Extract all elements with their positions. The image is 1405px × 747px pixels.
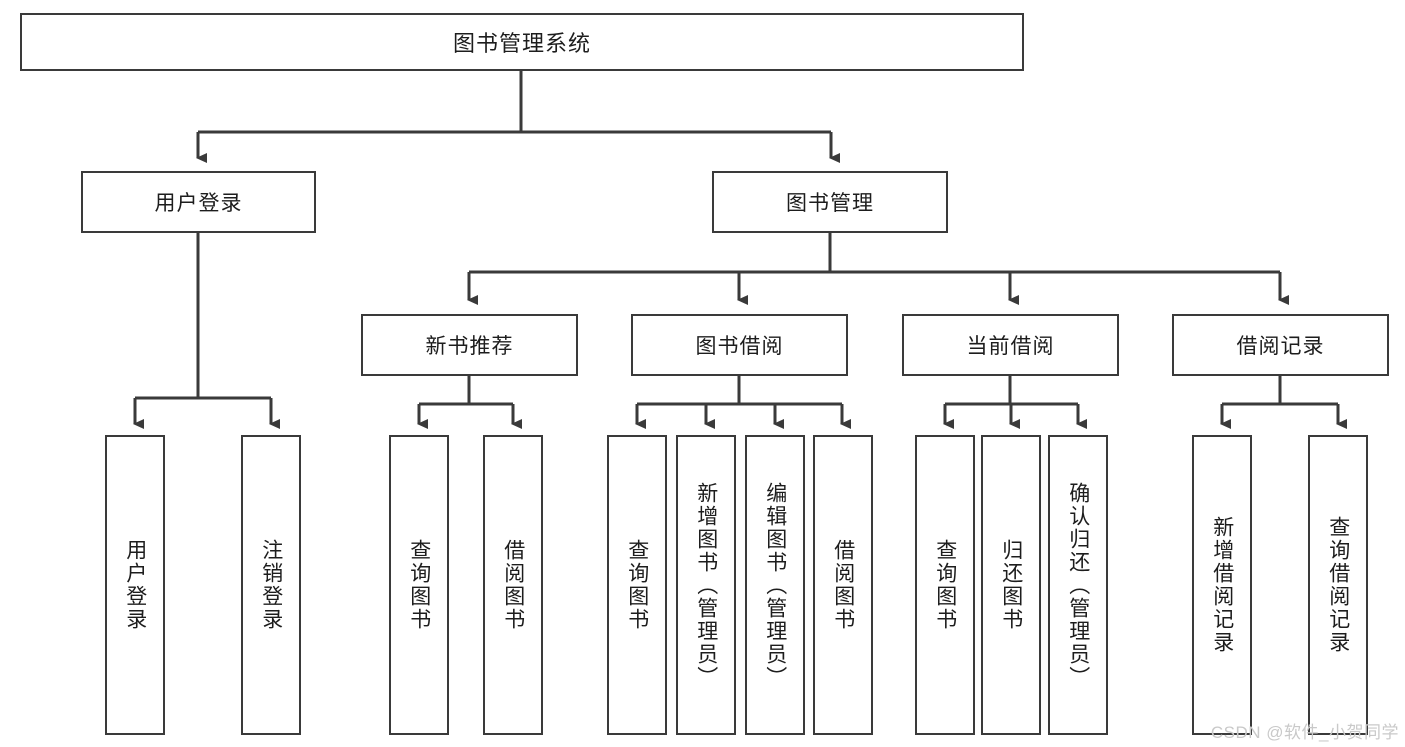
node-root-system[interactable]: 图书管理系统 — [20, 13, 1024, 71]
leaf-new-book-query[interactable]: 查询图书 — [389, 435, 449, 735]
leaf-book-borrow-borrow[interactable]: 借阅图书 — [813, 435, 873, 735]
node-label: 查询借阅记录 — [1326, 516, 1350, 654]
node-label: 新书推荐 — [425, 335, 514, 358]
node-current-borrow[interactable]: 当前借阅 — [902, 314, 1119, 376]
leaf-current-borrow-query[interactable]: 查询图书 — [915, 435, 975, 735]
leaf-book-borrow-query[interactable]: 查询图书 — [607, 435, 667, 735]
leaf-current-borrow-confirm-return[interactable]: 确认归还（管理员） — [1048, 435, 1108, 735]
node-label: 借阅图书 — [501, 539, 525, 631]
node-borrow-record[interactable]: 借阅记录 — [1172, 314, 1389, 376]
node-label: 当前借阅 — [966, 335, 1055, 358]
node-label: 编辑图书（管理员） — [763, 481, 787, 689]
node-label: 查询图书 — [933, 539, 957, 631]
node-label: 查询图书 — [625, 539, 649, 631]
node-label: 用户登录 — [123, 539, 147, 631]
node-label: 确认归还（管理员） — [1066, 481, 1090, 689]
leaf-user-login-logout[interactable]: 注销登录 — [241, 435, 301, 735]
node-label: 新增图书（管理员） — [694, 481, 718, 689]
leaf-user-login-login[interactable]: 用户登录 — [105, 435, 165, 735]
node-user-login[interactable]: 用户登录 — [81, 171, 316, 233]
leaf-current-borrow-return[interactable]: 归还图书 — [981, 435, 1041, 735]
node-label: 用户登录 — [154, 192, 243, 215]
leaf-borrow-record-add[interactable]: 新增借阅记录 — [1192, 435, 1252, 735]
node-label: 借阅记录 — [1236, 335, 1325, 358]
node-book-management[interactable]: 图书管理 — [712, 171, 948, 233]
node-label: 图书借阅 — [695, 335, 784, 358]
leaf-borrow-record-query[interactable]: 查询借阅记录 — [1308, 435, 1368, 735]
node-label: 注销登录 — [259, 539, 283, 631]
leaf-book-borrow-edit[interactable]: 编辑图书（管理员） — [745, 435, 805, 735]
leaf-book-borrow-add[interactable]: 新增图书（管理员） — [676, 435, 736, 735]
node-label: 新增借阅记录 — [1210, 516, 1234, 654]
leaf-new-book-borrow[interactable]: 借阅图书 — [483, 435, 543, 735]
node-new-book-recommend[interactable]: 新书推荐 — [361, 314, 578, 376]
node-book-borrow[interactable]: 图书借阅 — [631, 314, 848, 376]
node-label: 图书管理系统 — [452, 31, 591, 56]
node-label: 借阅图书 — [831, 539, 855, 631]
node-label: 查询图书 — [407, 539, 431, 631]
node-label: 归还图书 — [999, 539, 1023, 631]
node-label: 图书管理 — [786, 192, 874, 215]
